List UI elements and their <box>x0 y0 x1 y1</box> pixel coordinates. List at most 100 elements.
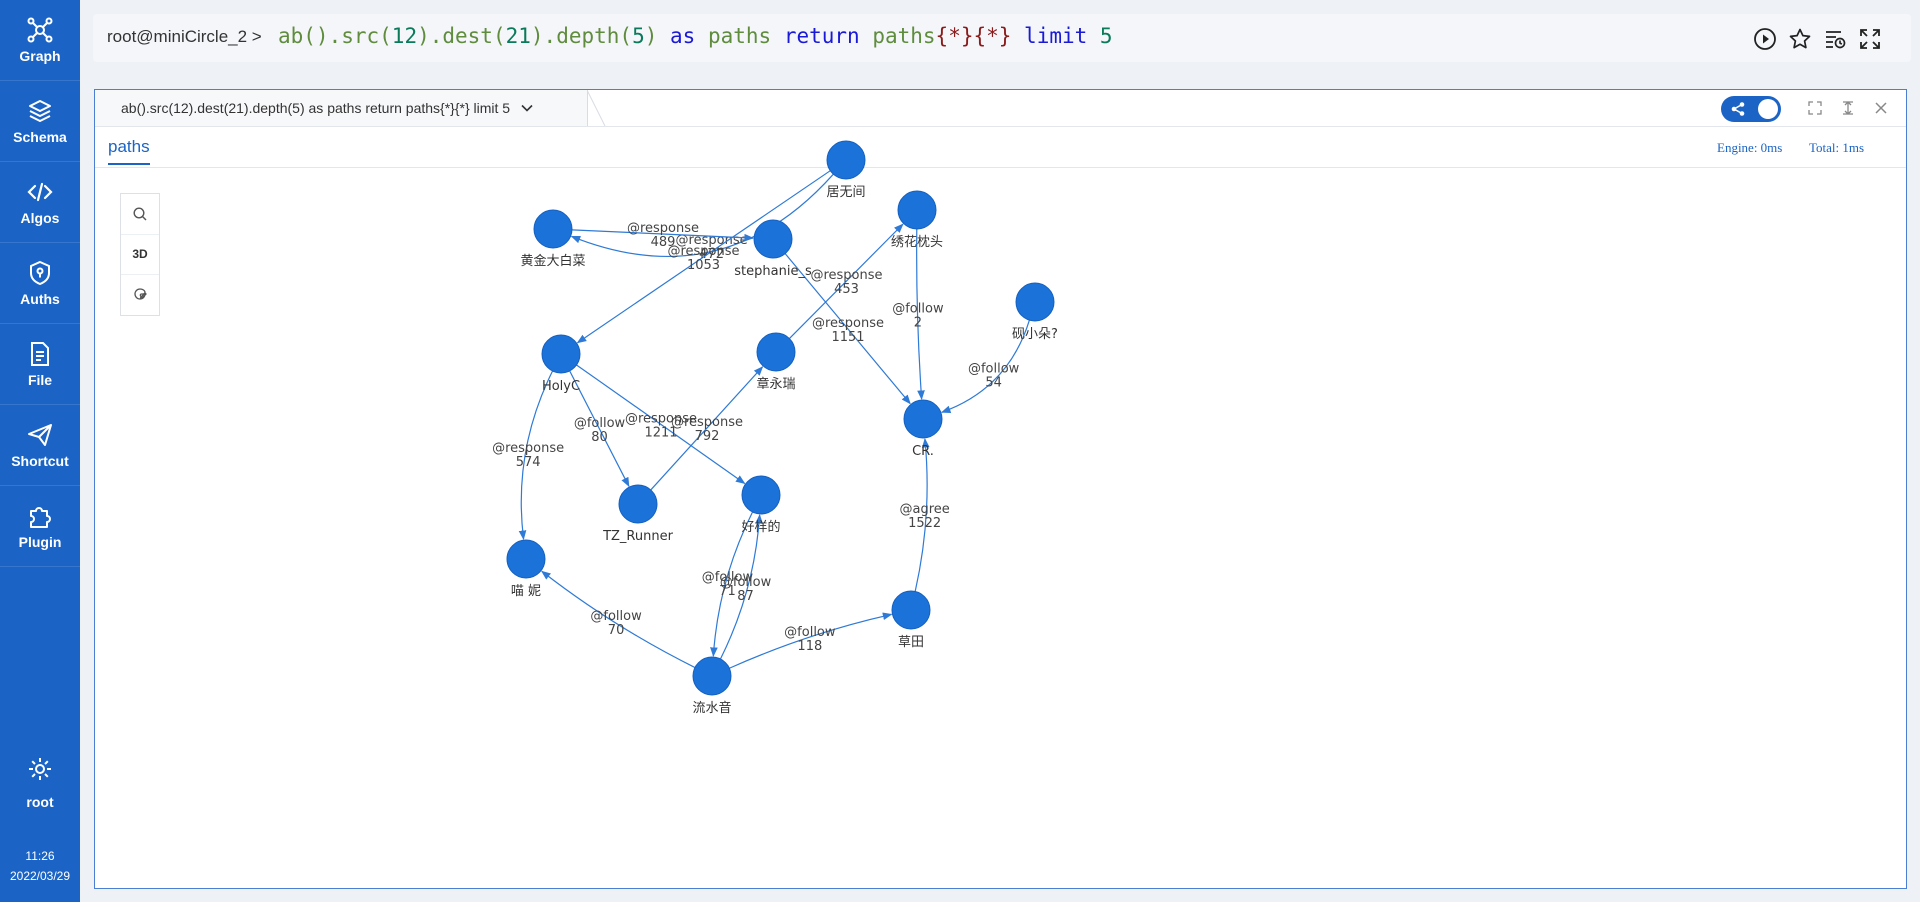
edge-label: @response <box>492 441 564 456</box>
file-icon <box>26 340 54 368</box>
graph-edge[interactable] <box>788 223 904 339</box>
code-icon <box>26 178 54 206</box>
node-label: 喵 妮 <box>511 584 541 599</box>
close-icon <box>1875 102 1887 114</box>
3d-toggle[interactable]: 3D <box>121 234 159 275</box>
edge-label: @follow <box>892 302 944 317</box>
query-token: return <box>771 24 873 48</box>
result-tab[interactable]: ab().src(12).dest(21).depth(5) as paths … <box>95 90 588 126</box>
graph-node[interactable] <box>826 140 866 180</box>
graph-edge[interactable] <box>710 511 754 658</box>
graph-edge[interactable] <box>784 253 911 405</box>
star-icon <box>1789 28 1811 49</box>
query-token: ).depth( <box>530 24 633 48</box>
result-panel: ab().src(12).dest(21).depth(5) as paths … <box>94 89 1907 889</box>
puzzle-icon <box>26 502 54 530</box>
edge-label: @response <box>627 221 699 236</box>
query-token: ab().src( <box>278 24 392 48</box>
query-token: paths <box>872 24 936 48</box>
sidebar-item-auths[interactable]: Auths <box>0 243 80 324</box>
share-icon <box>1731 102 1745 116</box>
graph-node[interactable] <box>618 484 658 524</box>
graph-edge[interactable] <box>916 228 925 401</box>
graph-edge[interactable] <box>541 570 696 669</box>
edge-label: @follow <box>720 575 772 590</box>
sidebar-item-schema[interactable]: Schema <box>0 81 80 162</box>
graph-edge[interactable] <box>518 370 554 541</box>
node-label: 黄金大白菜 <box>520 253 585 269</box>
query-token: limit <box>1011 24 1100 48</box>
edge-label: @follow <box>574 416 626 431</box>
query-token: 12 <box>391 24 418 48</box>
history-button[interactable] <box>1822 26 1848 52</box>
total-time: Total: 1ms <box>1809 140 1865 155</box>
maximize-button[interactable] <box>1805 98 1825 118</box>
graph-node[interactable] <box>753 219 793 259</box>
graph-edge[interactable] <box>719 513 763 660</box>
edge-label: @follow <box>968 362 1020 377</box>
graph-node[interactable] <box>891 590 931 630</box>
graph-node[interactable] <box>903 399 943 439</box>
tab-paths[interactable]: paths <box>108 137 150 165</box>
graph-edge[interactable] <box>940 319 1030 413</box>
result-tab-title: ab().src(12).dest(21).depth(5) as paths … <box>121 100 511 116</box>
graph-edge[interactable] <box>576 170 831 344</box>
sidebar-item-file[interactable]: File <box>0 324 80 405</box>
sidebar-item-algos[interactable]: Algos <box>0 162 80 243</box>
graph-edge[interactable] <box>576 364 746 485</box>
send-icon <box>26 421 54 449</box>
sidebar-item-label: File <box>27 372 53 388</box>
graph-canvas[interactable]: @response472@response489@response1053@re… <box>95 90 1906 888</box>
edge-value: 87 <box>737 589 754 604</box>
query-input[interactable]: ab().src(12).dest(21).depth(5) as paths … <box>278 24 1113 48</box>
query-token: as <box>657 24 708 48</box>
node-label: 好样的 <box>741 519 780 535</box>
shield-icon <box>26 259 54 287</box>
search-tool[interactable] <box>121 194 159 235</box>
clock: 11:26 2022/03/29 <box>0 846 80 886</box>
graph-node[interactable] <box>692 656 732 696</box>
edge-label: @response <box>667 244 739 259</box>
favorite-button[interactable] <box>1787 26 1813 52</box>
sidebar-item-plugin[interactable]: Plugin <box>0 486 80 567</box>
query-token: {*}{*} <box>935 24 1012 48</box>
search-icon <box>133 207 147 221</box>
graph-icon <box>26 16 54 44</box>
user-name: root <box>26 794 54 810</box>
graph-node[interactable] <box>756 332 796 372</box>
graph-edge[interactable] <box>650 366 764 491</box>
sidebar-item-graph[interactable]: Graph <box>0 0 80 81</box>
graph-node[interactable] <box>533 209 573 249</box>
view-toggle[interactable] <box>1721 96 1781 122</box>
engine-time: Engine: 0ms <box>1717 140 1783 155</box>
node-label: 砚小朵? <box>1012 327 1058 342</box>
fullscreen-button[interactable] <box>1857 26 1883 52</box>
graph-node[interactable] <box>1015 282 1055 322</box>
sidebar-item-shortcut[interactable]: Shortcut <box>0 405 80 486</box>
graph-edge[interactable] <box>729 612 893 669</box>
run-button[interactable] <box>1752 26 1778 52</box>
query-token: paths <box>707 24 772 48</box>
close-button[interactable] <box>1871 98 1891 118</box>
edge-label: @follow <box>590 609 642 624</box>
edge-value: 489 <box>651 235 676 250</box>
node-label: HolyC <box>542 379 580 394</box>
graph-node[interactable] <box>741 475 781 515</box>
node-label: 草田 <box>898 635 924 650</box>
graph-node[interactable] <box>506 539 546 579</box>
split-button[interactable] <box>1838 98 1858 118</box>
edge-label: @follow <box>702 570 754 585</box>
style-tool[interactable] <box>121 274 159 314</box>
edge-label: @response <box>671 415 743 430</box>
query-token: ) <box>644 24 658 48</box>
edge-value: 1151 <box>831 330 864 345</box>
graph-edge[interactable] <box>569 370 630 488</box>
graph-edge[interactable] <box>914 437 930 592</box>
graph-node[interactable] <box>897 190 937 230</box>
graph-edge[interactable] <box>571 229 754 242</box>
graph-node[interactable] <box>541 334 581 374</box>
sidebar: Graph Schema Algos Auths File Shortcut <box>0 0 80 902</box>
edge-value: 2 <box>914 316 922 331</box>
user-menu[interactable]: root <box>0 755 80 810</box>
clock-time: 11:26 <box>25 849 55 863</box>
